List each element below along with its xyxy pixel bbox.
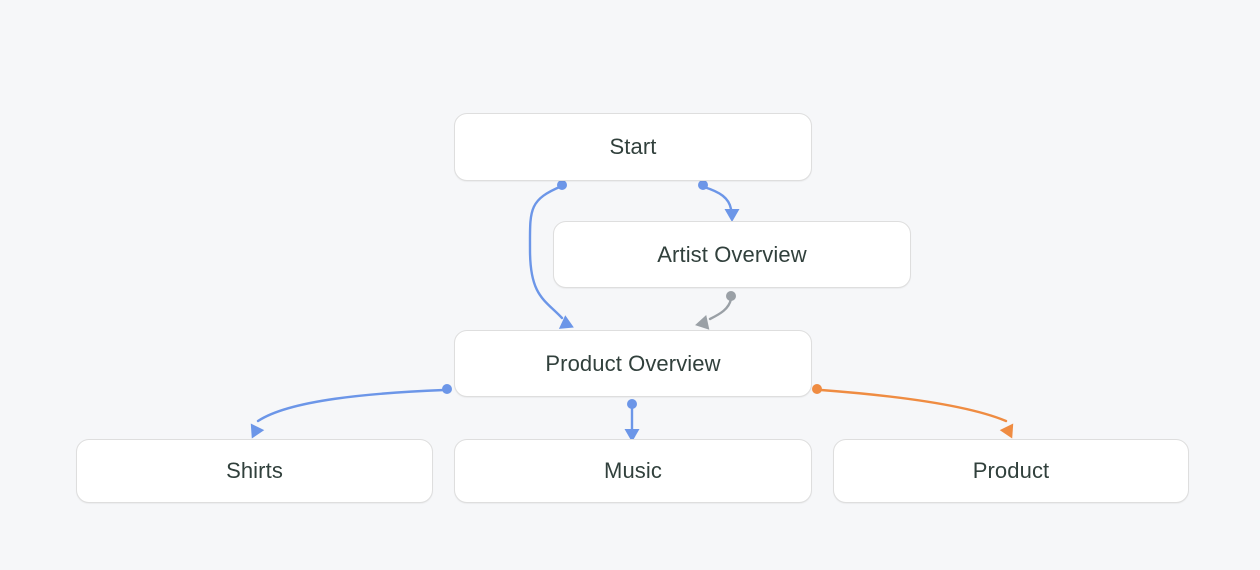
- edge-product-overview-to-product: [812, 384, 1014, 439]
- edge-source-dot: [812, 384, 822, 394]
- edge-source-dot: [442, 384, 452, 394]
- node-label: Music: [604, 458, 662, 483]
- node-label: Artist Overview: [657, 241, 807, 267]
- edge-product-overview-to-music: [624, 399, 640, 442]
- node-artist-overview[interactable]: Artist Overview: [553, 221, 911, 288]
- edge-source-dot: [726, 291, 736, 301]
- node-product[interactable]: Product: [833, 439, 1189, 503]
- node-label: Shirts: [226, 458, 283, 483]
- edge-source-dot: [627, 399, 637, 409]
- node-label: Start: [609, 134, 657, 159]
- node-product-overview[interactable]: Product Overview: [454, 330, 812, 397]
- edge-source-dot: [557, 180, 567, 190]
- node-music[interactable]: Music: [454, 439, 812, 503]
- node-label: Product: [972, 458, 1050, 483]
- edge-product-overview-to-shirts: [250, 384, 452, 439]
- node-start[interactable]: Start: [454, 113, 812, 181]
- node-shirts[interactable]: Shirts: [76, 439, 433, 503]
- edge-artist-overview-to-product-overview: [695, 291, 736, 330]
- edge-path: [819, 388, 1008, 423]
- edge-source-dot: [698, 180, 708, 190]
- node-label: Product Overview: [545, 350, 721, 376]
- edge-path: [708, 297, 733, 321]
- edge-path: [256, 388, 446, 423]
- edge-path: [702, 185, 733, 211]
- edge-start-to-artist-overview: [698, 180, 740, 222]
